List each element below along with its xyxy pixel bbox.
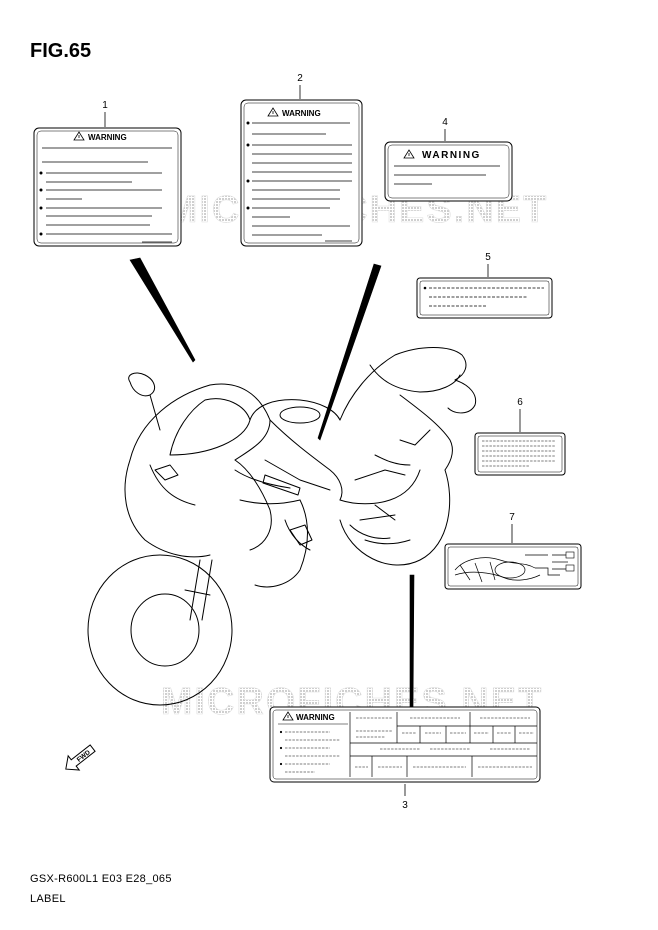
fwd-arrow-icon: FWD [65, 744, 96, 771]
figure-name: LABEL [30, 893, 66, 905]
warning-heading: WARNING [282, 109, 321, 118]
callout-5: 5 [485, 252, 491, 263]
warning-heading: WARNING [296, 713, 335, 722]
warning-triangle-icon [73, 131, 85, 141]
warning-heading: WARNING [88, 133, 127, 142]
warning-triangle-icon [267, 107, 279, 117]
callout-7: 7 [509, 512, 515, 523]
figure-title: FIG.65 [30, 40, 92, 62]
callout-4: 4 [442, 117, 448, 128]
callout-3: 3 [402, 800, 408, 811]
leader-lines [129, 257, 415, 711]
label-7: 7 [444, 512, 582, 590]
callout-2: 2 [297, 73, 303, 84]
leader-label-3 [409, 574, 415, 711]
motorcycle-outline [87, 347, 477, 706]
warning-triangle-icon [282, 711, 294, 721]
label-4: 4 WARNING [384, 117, 513, 202]
warning-heading: WARNING [422, 150, 481, 161]
warning-triangle-icon [403, 149, 415, 159]
label-6: 6 [474, 397, 566, 476]
leader-label-2 [317, 263, 382, 441]
figure-code: GSX-R600L1 E03 E28_065 [30, 873, 172, 885]
callout-1: 1 [102, 100, 108, 111]
label-5: 5 [416, 252, 553, 319]
label-1: 1 WARNING [33, 100, 182, 247]
label-3: WARNING [269, 706, 541, 811]
leader-label-1 [129, 257, 196, 363]
callout-6: 6 [517, 397, 523, 408]
label-2: 2 WARNING [240, 73, 363, 247]
